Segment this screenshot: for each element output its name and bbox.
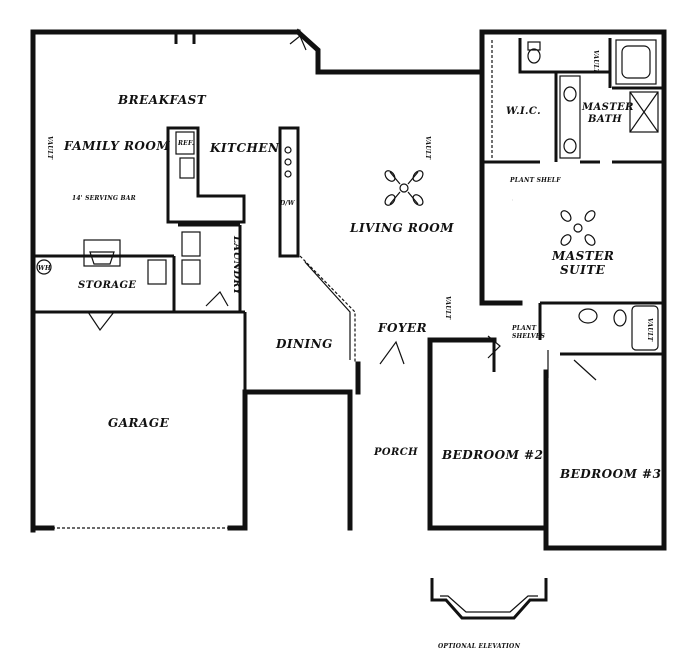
note-optional-elevation: OPTIONAL ELEVATION xyxy=(438,643,520,650)
ceiling-fan-icon xyxy=(384,170,424,206)
note-vault-living: VAULT xyxy=(424,136,431,160)
label-laundry: LAUNDRY xyxy=(231,235,242,296)
exterior-walls xyxy=(30,28,667,551)
doors xyxy=(52,32,597,529)
label-bedroom-3: BEDROOM #3 xyxy=(559,467,661,481)
label-dining: DINING xyxy=(275,337,333,351)
note-wh: WH xyxy=(38,265,51,272)
label-master-bath-2: BATH xyxy=(587,114,622,125)
label-master-suite-1: MASTER xyxy=(551,249,614,263)
label-wic: W.I.C. xyxy=(506,106,541,117)
note-vault-foyer: VAULT xyxy=(444,296,451,320)
label-master-bath-1: MASTER xyxy=(581,102,634,113)
label-kitchen: KITCHEN xyxy=(209,141,280,155)
note-vault-hall-bath: VAULT xyxy=(646,318,653,342)
note-vault-family: VAULT xyxy=(46,136,53,160)
note-plant-shelf: PLANT SHELF xyxy=(509,177,561,184)
note-serving-bar: 14' SERVING BAR xyxy=(72,195,136,202)
label-storage: STORAGE xyxy=(78,280,136,291)
fixtures xyxy=(36,39,659,351)
label-breakfast: BREAKFAST xyxy=(117,93,207,107)
note-ref: REF. xyxy=(177,140,194,147)
label-master-suite-2: SUITE xyxy=(560,263,606,277)
note-plant-shelves-1: PLANT xyxy=(511,325,537,332)
note-vault-bath: VAULT xyxy=(592,50,599,74)
label-porch: PORCH xyxy=(373,447,418,458)
note-dw: D/W xyxy=(279,200,296,207)
label-foyer: FOYER xyxy=(377,321,427,335)
optional-elevation-sketch xyxy=(430,578,548,620)
ceiling-fan-icon xyxy=(560,210,596,246)
note-plant-shelves-2: SHELVES xyxy=(512,333,546,340)
label-family-room: FAMILY ROOM xyxy=(63,139,170,153)
label-garage: GARAGE xyxy=(108,416,170,430)
label-living-room: LIVING ROOM xyxy=(349,221,454,235)
label-bedroom-2: BEDROOM #2 xyxy=(441,448,543,462)
interior-walls xyxy=(33,38,664,392)
